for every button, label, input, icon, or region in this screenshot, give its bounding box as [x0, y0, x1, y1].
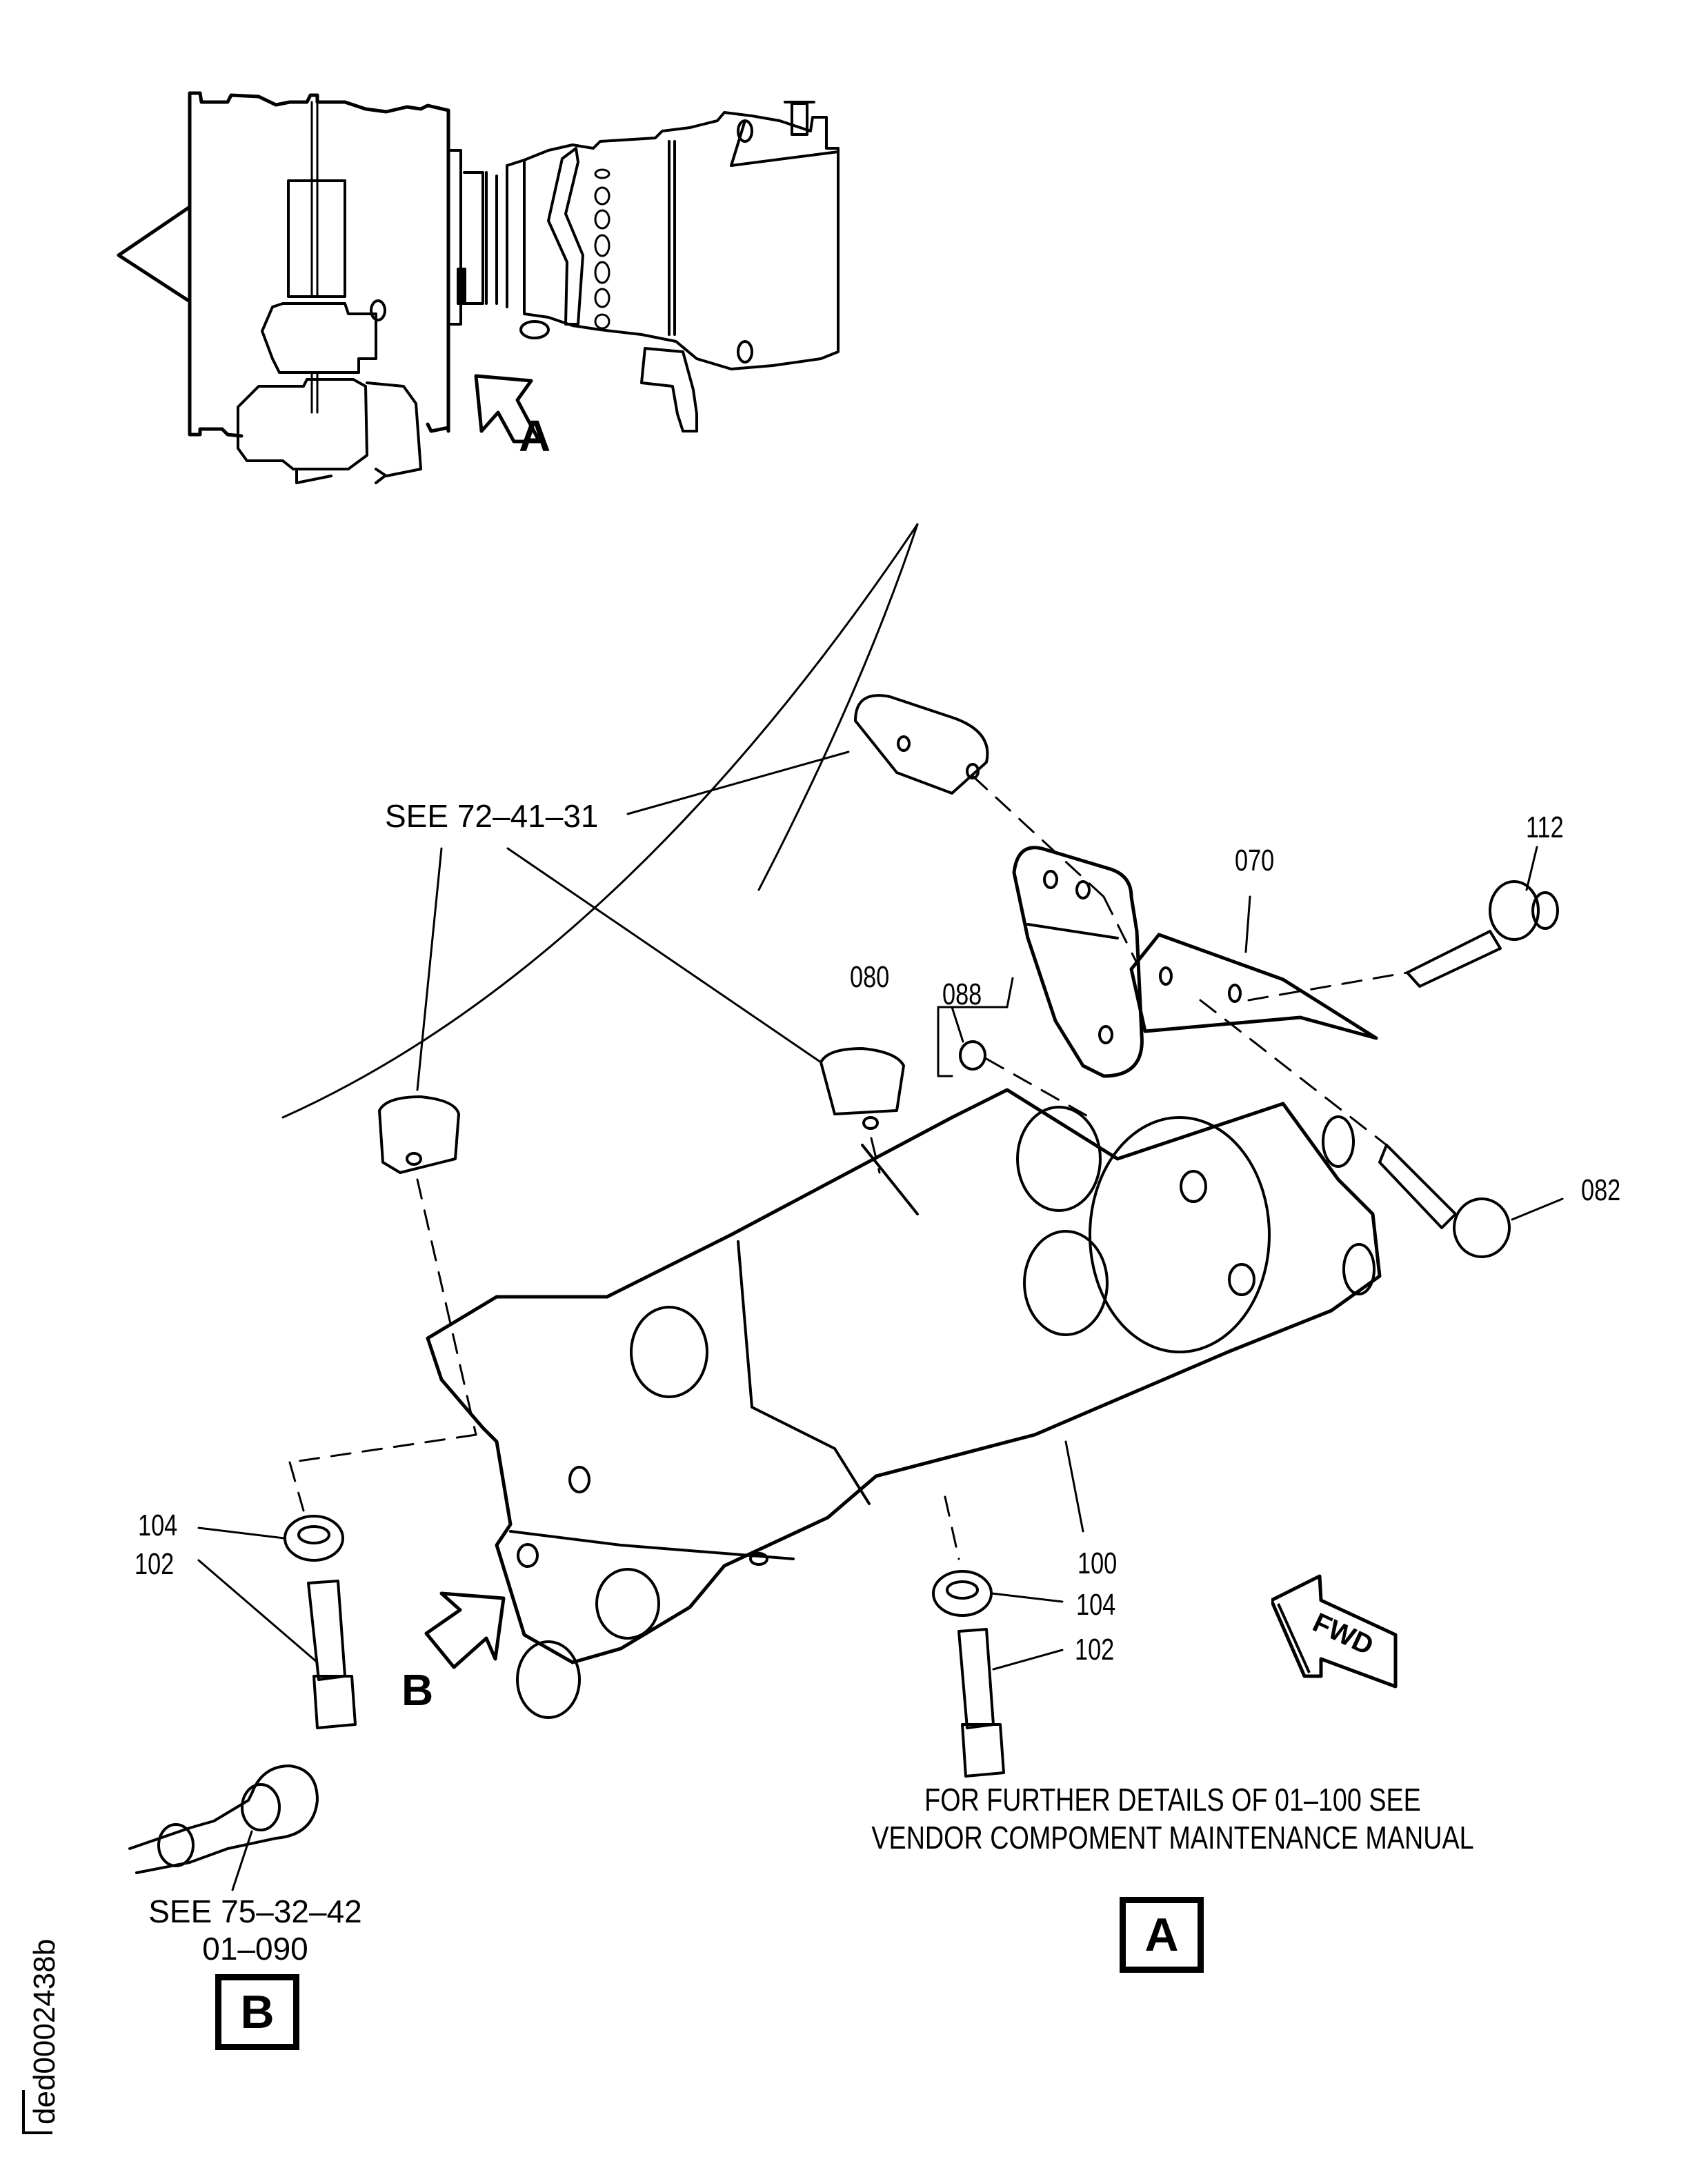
callout-082: 082 [1581, 1173, 1621, 1207]
mount-lug-middle [821, 1048, 904, 1114]
callout-104-right: 104 [1076, 1588, 1116, 1622]
note-line-1: FOR FURTHER DETAILS OF 01–100 SEE [924, 1782, 1421, 1818]
detail-b-xref-line-1: SEE 75–32–42 [148, 1893, 362, 1929]
callout-104-left: 104 [138, 1509, 178, 1542]
fan-case [190, 93, 448, 436]
stud-088 [960, 1042, 985, 1069]
cross-reference-75-32-42: SEE 75–32–42 01–090 [138, 1896, 373, 1965]
callout-080: 080 [850, 960, 890, 994]
cross-reference-72-41-31: SEE 72–41–31 [385, 798, 599, 834]
vendor-manual-note: FOR FURTHER DETAILS OF 01–100 SEE VENDOR… [833, 1781, 1512, 1857]
view-b-arrow [426, 1593, 504, 1667]
engine-locator-view [119, 93, 838, 483]
mount-lug-left [379, 1097, 459, 1173]
mount-lug-upper [855, 695, 987, 793]
bolt-082 [1380, 1145, 1509, 1257]
detail-a-drawing [283, 0, 1558, 1718]
fuel-pump-100 [428, 1090, 1380, 1662]
bracket-080 [1014, 848, 1142, 1076]
figure-id-bracket [22, 2090, 52, 2134]
lower-bracket [642, 348, 697, 431]
crossover-tube [548, 148, 583, 324]
washer-104-right [933, 1571, 991, 1615]
detail-b-view-title: B [215, 1974, 299, 2050]
combustor-holes [595, 170, 609, 328]
engine-nose-cone [119, 207, 190, 301]
detail-b-xref-line-2: 01–090 [202, 1931, 308, 1967]
callout-102-left: 102 [135, 1547, 175, 1581]
washer-104-left [285, 1516, 343, 1560]
accessory-unit [238, 379, 421, 483]
gearbox [262, 181, 376, 372]
callout-088: 088 [942, 977, 982, 1011]
callout-112: 112 [1526, 810, 1564, 844]
callout-102-right: 102 [1075, 1633, 1115, 1667]
bolt-102-left [308, 1581, 355, 1728]
locator-view-arrow-label: A [519, 411, 551, 461]
note-line-2: VENDOR COMPOMENT MAINTENANCE MANUAL [871, 1820, 1474, 1856]
rod-end-fitting [130, 1766, 317, 1873]
fwd-arrow-icon [1271, 1573, 1409, 1690]
view-b-arrow-label: B [401, 1665, 434, 1715]
bolt-112 [1407, 882, 1558, 986]
engine-core [448, 112, 838, 369]
callout-100: 100 [1078, 1547, 1118, 1580]
detail-a-view-title: A [1120, 1897, 1204, 1973]
callout-070: 070 [1235, 844, 1275, 877]
assembly-centerlines [290, 776, 1407, 1559]
bolt-102-right [959, 1629, 1004, 1776]
leader-lines [199, 752, 1562, 1890]
view-a-arrow [476, 376, 539, 441]
figure-id: ded0002438b [28, 1938, 61, 2125]
bracket-070 [1131, 935, 1376, 1038]
forward-direction-marker: FWD [1271, 1573, 1409, 1693]
